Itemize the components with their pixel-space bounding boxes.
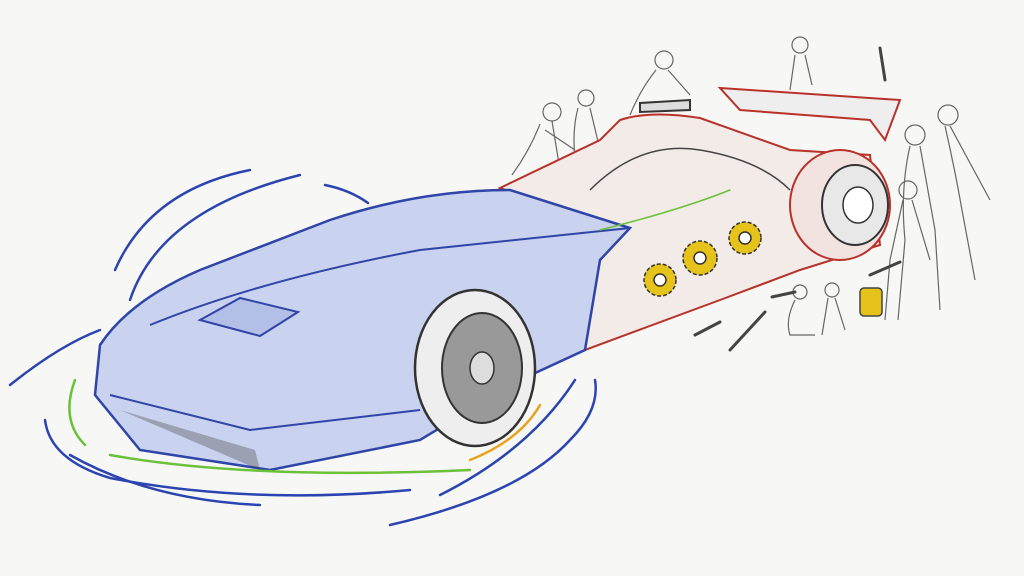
wrench-icon <box>770 290 797 299</box>
rear-wheel <box>789 149 891 261</box>
mechanic-figure-icon <box>629 50 691 116</box>
wrench-icon <box>728 310 767 352</box>
front-wheel <box>413 288 537 448</box>
wrench-icon <box>693 320 722 337</box>
airflow-arrows <box>8 168 731 527</box>
mechanic-figure-icon <box>821 282 846 336</box>
wrench-icon <box>868 260 902 277</box>
gears <box>643 221 762 297</box>
mechanic-figures <box>511 36 991 336</box>
mechanic-figure-icon <box>789 36 813 91</box>
mechanic-figure-icon <box>884 180 931 321</box>
tools <box>693 46 902 352</box>
wrench-icon <box>878 46 887 82</box>
mechanic-figure-icon <box>937 104 991 281</box>
gear-icon <box>859 287 883 317</box>
sports-car-body <box>93 188 633 472</box>
mechanic-figure-icon <box>897 124 941 321</box>
